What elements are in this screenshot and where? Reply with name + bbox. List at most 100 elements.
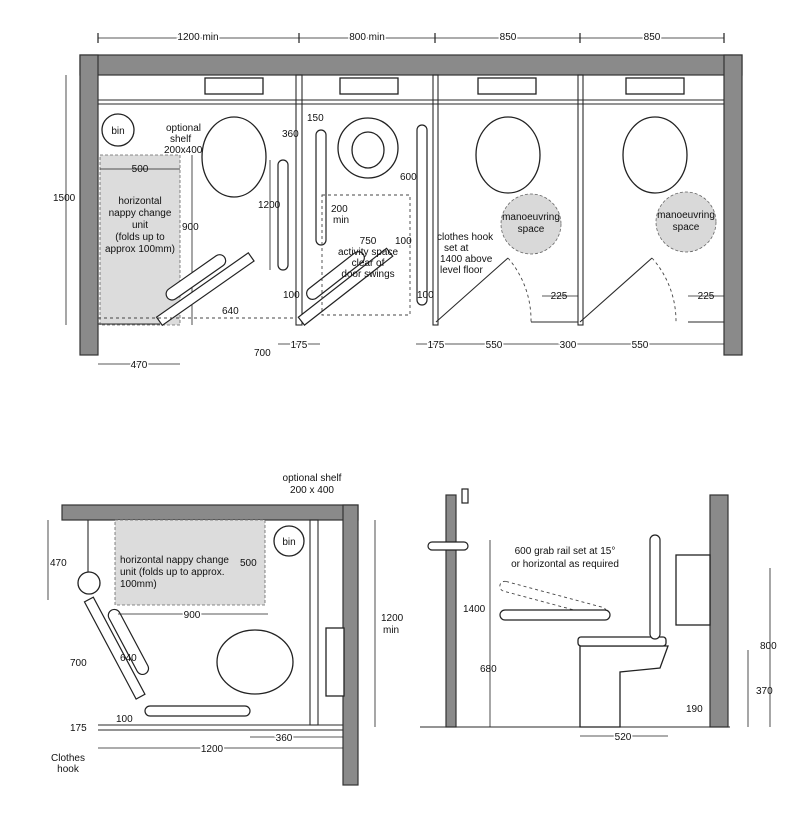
manoeuvring-2-line-2: space — [673, 222, 700, 233]
bp-rail-gap: 100 — [116, 714, 133, 725]
width-label-1: 1200 min — [177, 32, 218, 43]
el-dashed-rail — [499, 580, 607, 618]
bp-top-wall — [61, 504, 359, 521]
bp-shelf-line-1: optional shelf — [283, 473, 342, 484]
bp-nappy-label-3: 100mm) — [120, 579, 157, 590]
clearance-1: 225 — [551, 291, 568, 302]
bp-nappy-depth: 500 — [240, 558, 257, 569]
partition-3 — [577, 74, 584, 326]
hook-note-1: clothes hook — [437, 232, 494, 243]
vertical-grab-rail-3 — [416, 124, 428, 306]
optional-shelf-line-3: 200x400 — [164, 145, 203, 156]
el-hook-top — [461, 488, 469, 504]
post-offset-label: 175 — [291, 340, 308, 351]
activity-dim-min: min — [333, 215, 349, 226]
el-left-wall — [445, 494, 457, 728]
el-cistern-height: 800 — [760, 641, 777, 652]
bp-left-offset: 470 — [50, 558, 67, 569]
bp-right-wall — [342, 504, 359, 786]
optional-shelf-line-1: optional — [166, 123, 201, 134]
bp-hook-2: hook — [57, 764, 80, 775]
el-door-handle — [427, 541, 469, 551]
door-leaf-label: 700 — [254, 348, 271, 359]
bp-depth-1: 1200 — [381, 613, 404, 624]
el-rail-note-1: 600 grab rail set at 15° — [515, 546, 616, 557]
width-label-2: 800 min — [349, 32, 385, 43]
nappy-label-2: nappy change — [109, 208, 172, 219]
bp-duct — [309, 519, 319, 726]
elevation: 600 grab rail set at 15° or horizontal a… — [420, 488, 777, 745]
clearance-2: 225 — [698, 291, 715, 302]
activity-label-3: clear of — [352, 258, 385, 269]
door-offset-label: 470 — [131, 360, 148, 371]
hook-note-4: level floor — [440, 265, 483, 276]
el-right-wall — [709, 494, 729, 728]
el-projection: 520 — [615, 732, 632, 743]
bp-post-offset: 175 — [70, 723, 87, 734]
el-rail-note-2: or horizontal as required — [511, 559, 619, 570]
lower-gap-2: 100 — [417, 290, 434, 301]
el-wc-seat — [577, 636, 667, 647]
bp-nappy-width: 900 — [184, 610, 201, 621]
partition-1 — [295, 74, 303, 326]
el-grab-rail — [499, 609, 611, 621]
vertical-grab-rail — [277, 159, 289, 271]
bp-wc-pan — [216, 629, 294, 695]
wc-pan-1 — [201, 116, 267, 198]
depth-label: 1500 — [53, 193, 76, 204]
bp-rail-offset: 360 — [276, 733, 293, 744]
bp-shelf-line-2: 200 x 400 — [290, 485, 334, 496]
width-label-4: 850 — [644, 32, 661, 43]
bin-circle — [101, 113, 135, 147]
manoeuvring-space-2 — [655, 191, 717, 253]
nappy-width-label: 500 — [132, 164, 149, 175]
rail-offset-150: 150 — [307, 113, 324, 124]
activity-dim-200: 200 — [331, 204, 348, 215]
door-leaf-1 — [155, 252, 255, 327]
bp-door-leaf — [83, 596, 150, 700]
bottom-dim-550b: 550 — [632, 340, 649, 351]
flush-plate-4 — [625, 77, 685, 95]
flush-plate-1 — [204, 77, 264, 95]
activity-label-1: 750 — [360, 236, 377, 247]
el-cistern — [675, 554, 711, 626]
rail-gap-label: 100 — [283, 290, 300, 301]
top-plan: bin optional shelf 200x400 horizontal na… — [53, 31, 743, 373]
bp-bin-label: bin — [282, 537, 295, 548]
bp-opening: 640 — [120, 653, 137, 664]
door-arc-4 — [651, 257, 677, 323]
activity-label-2: activity space — [338, 247, 398, 258]
nappy-depth-label: 900 — [182, 222, 199, 233]
activity-dim-600: 600 — [400, 172, 417, 183]
bottom-dim-550a: 550 — [486, 340, 503, 351]
wc-pan-4 — [622, 116, 688, 194]
manoeuvring-space-1 — [500, 193, 562, 255]
top-right-wall — [723, 54, 743, 356]
manoeuvring-1-line-1: manoeuvring — [502, 212, 560, 223]
el-flush-height: 190 — [686, 704, 703, 715]
bottom-plan: horizontal nappy change unit (folds up t… — [47, 473, 404, 786]
el-vertical-rail — [649, 534, 661, 640]
width-label-3: 850 — [500, 32, 517, 43]
flush-plate-2 — [339, 77, 399, 95]
bp-depth-2: min — [383, 625, 399, 636]
nappy-label-5: approx 100mm) — [105, 244, 175, 255]
bp-nappy-label-1: horizontal nappy change — [120, 555, 229, 566]
manoeuvring-1-line-2: space — [518, 224, 545, 235]
bottom-dim-175: 175 — [428, 340, 445, 351]
bp-nappy-zone — [114, 519, 266, 606]
door-leaf-2 — [297, 247, 394, 326]
activity-space — [321, 194, 411, 316]
wc-pan-2-bowl — [351, 131, 385, 169]
nappy-label-3: unit — [132, 220, 148, 231]
bp-width: 1200 — [201, 744, 224, 755]
rail-offset-360: 360 — [282, 129, 299, 140]
vertical-grab-rail-2 — [315, 129, 327, 246]
hook-note-2: set at — [444, 243, 469, 254]
top-back-wall — [79, 54, 743, 76]
wc-pan-3 — [475, 116, 541, 194]
side-gap-label: 100 — [395, 236, 412, 247]
activity-label-4: door swings — [341, 269, 394, 280]
